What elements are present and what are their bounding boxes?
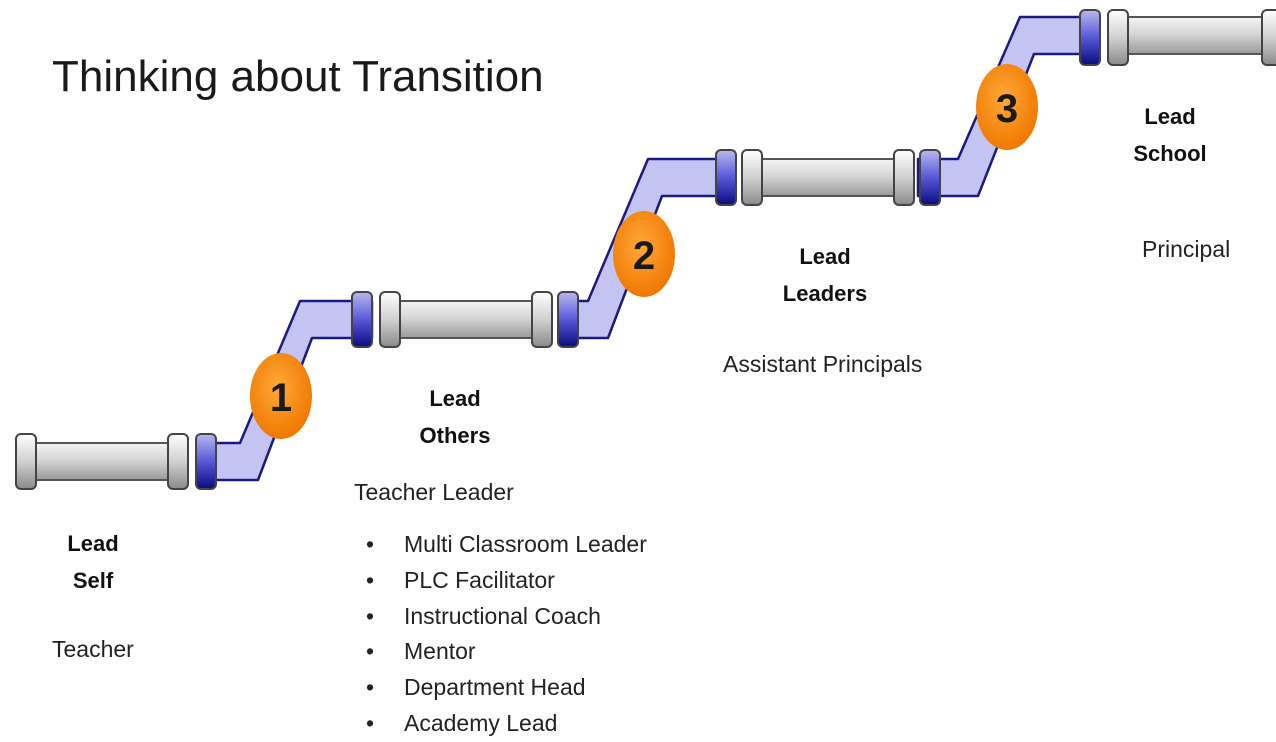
flange-blue xyxy=(351,291,373,348)
stage-heading-line2: Others xyxy=(419,423,491,448)
flange xyxy=(893,149,915,206)
step-badge-2: 2 xyxy=(613,211,675,297)
step-number-1: 1 xyxy=(270,376,292,420)
stage-heading-lead-school: Lead School xyxy=(1120,98,1220,172)
pipe-segment-3 xyxy=(751,158,905,197)
stage-heading-line1: Lead xyxy=(1144,104,1196,129)
flange-blue xyxy=(557,291,579,348)
pipe-segment-1 xyxy=(25,442,177,481)
flange xyxy=(15,433,37,490)
stage-heading-line2: School xyxy=(1133,141,1207,166)
step-number-2: 2 xyxy=(633,234,655,278)
role-assistant-principals: Assistant Principals xyxy=(723,351,923,377)
flange xyxy=(1107,9,1129,66)
list-item: Department Head xyxy=(360,670,647,706)
stage-heading-line2: Self xyxy=(72,568,114,593)
step-badge-3: 3 xyxy=(976,64,1038,150)
flange xyxy=(379,291,401,348)
flange xyxy=(531,291,553,348)
step-number-3: 3 xyxy=(996,87,1018,131)
pipe-segment-4 xyxy=(1119,16,1276,55)
stage-heading-lead-self: Lead Self xyxy=(48,525,138,599)
flange-blue xyxy=(1079,9,1101,66)
stage-heading-lead-leaders: Lead Leaders xyxy=(770,238,880,312)
teacher-leader-roles-list: Multi Classroom Leader PLC Facilitator I… xyxy=(360,527,647,742)
stage-heading-line1: Lead xyxy=(799,244,851,269)
role-teacher: Teacher xyxy=(52,636,134,662)
flange-blue xyxy=(715,149,737,206)
list-item: Mentor xyxy=(360,634,647,670)
stage-heading-line1: Lead xyxy=(429,386,481,411)
page-title: Thinking about Transition xyxy=(52,52,544,101)
flange-blue xyxy=(919,149,941,206)
list-item: Multi Classroom Leader xyxy=(360,527,647,563)
stage-heading-line1: Lead xyxy=(67,531,119,556)
flange-blue xyxy=(195,433,217,490)
stage-heading-lead-others: Lead Others xyxy=(400,380,510,454)
flange xyxy=(1261,9,1276,66)
flange xyxy=(741,149,763,206)
role-principal: Principal xyxy=(1142,236,1231,262)
flange xyxy=(167,433,189,490)
pipe-segment-2 xyxy=(391,300,541,339)
list-item: Academy Lead xyxy=(360,706,647,742)
step-badge-1: 1 xyxy=(250,353,312,439)
flanges xyxy=(15,9,1276,490)
list-item: PLC Facilitator xyxy=(360,563,647,599)
stage-heading-line2: Leaders xyxy=(782,281,868,306)
role-teacher-leader: Teacher Leader xyxy=(354,479,514,505)
list-item: Instructional Coach xyxy=(360,599,647,635)
